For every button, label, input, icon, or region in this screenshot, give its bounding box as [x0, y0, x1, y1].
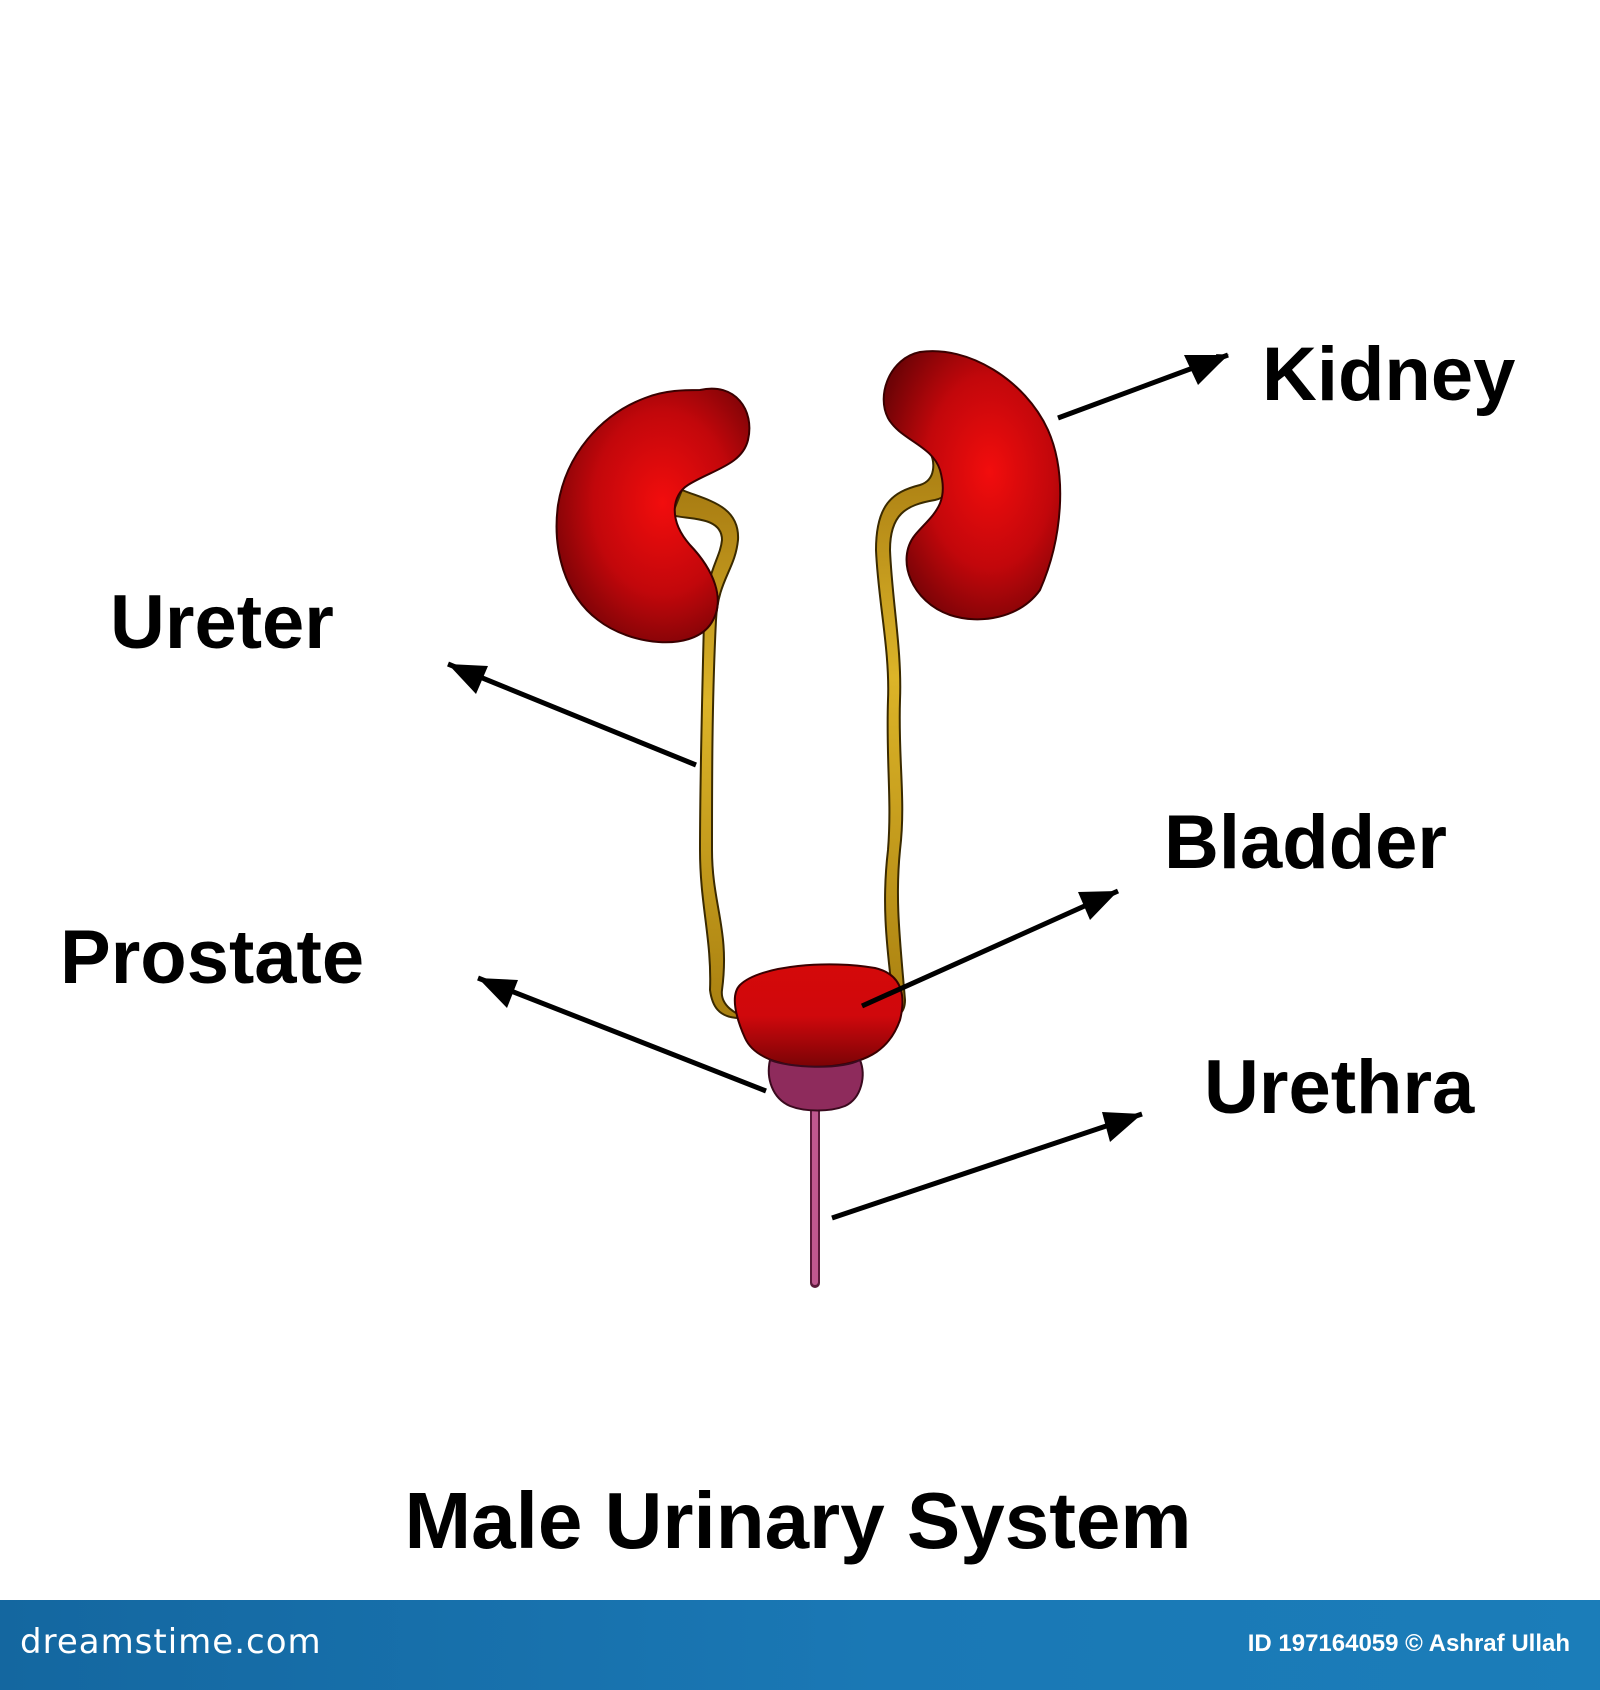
- prostate-label: Prostate: [60, 915, 364, 1000]
- right-kidney: [882, 350, 1062, 621]
- prostate: [767, 1058, 864, 1112]
- footer-brand[interactable]: dreamstime.com: [20, 1622, 322, 1662]
- kidney-label: Kidney: [1262, 332, 1515, 417]
- footer-bar: dreamstime.com ID 197164059 © Ashraf Ull…: [0, 1600, 1600, 1690]
- prostate-arrow: [477, 975, 767, 1094]
- diagram-title: Male Urinary System: [404, 1476, 1191, 1565]
- urethra-arrow: [831, 1111, 1143, 1221]
- footer-credit: ID 197164059 © Ashraf Ullah: [1247, 1630, 1570, 1657]
- urethra-label: Urethra: [1204, 1045, 1475, 1130]
- bladder-label: Bladder: [1164, 800, 1447, 885]
- urinary-system-diagram: Kidney Ureter Bladder Prostate Urethra M…: [60, 332, 1515, 1565]
- ureter-label: Ureter: [110, 580, 334, 665]
- ureter-arrow: [447, 661, 697, 768]
- left-kidney: [555, 387, 751, 644]
- bladder-arrow: [860, 888, 1120, 1009]
- bladder: [733, 963, 904, 1068]
